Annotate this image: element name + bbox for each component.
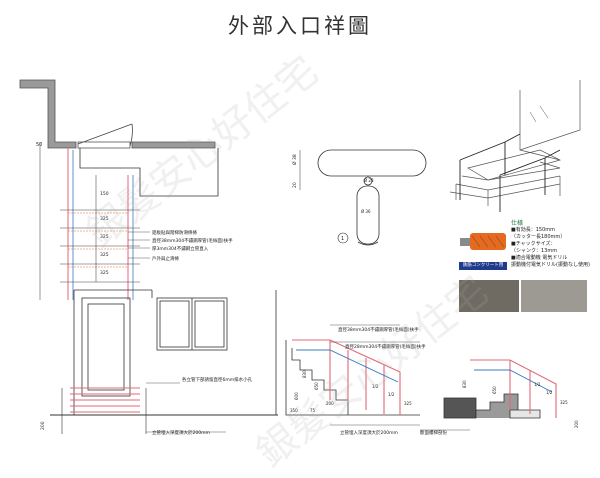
label-ramp: 戶外與止滑條 xyxy=(152,255,179,262)
side1-dim: 1/2 xyxy=(388,392,395,397)
plan-dim: 325 xyxy=(100,270,109,276)
front-elevation xyxy=(50,289,278,434)
dim-38: Ø 38 xyxy=(291,154,298,165)
handrail-section-detail xyxy=(299,149,427,246)
label-handrail: 直徑38mm304不鏽鋼厚管(毛絲面)扶手 xyxy=(152,237,233,244)
side1-dim: 830 xyxy=(302,370,307,378)
label-embed-depth-2: 立管埋入深度須大於200mm xyxy=(340,429,398,436)
spec-panel: 仕様 ■有効長：150mm （カッター長180mm） ■チャックサイズ： （シャ… xyxy=(459,220,590,288)
side1-dim: 600 xyxy=(294,392,299,400)
label-stair-section: 斷面樓梯剖份 xyxy=(420,429,447,436)
plan-dim: 325 xyxy=(100,252,109,258)
side2-dim: 650 xyxy=(492,386,497,394)
label-grip-strip: 鋁板貼與階梯防滑條條 xyxy=(152,229,197,236)
product-photo-2 xyxy=(521,280,587,312)
side2-dim: 200 xyxy=(574,420,579,428)
dim-36: Ø 36 xyxy=(361,209,371,214)
side1-dim: 1/2 xyxy=(372,384,379,389)
side2-dim: 1/2 xyxy=(534,382,541,387)
spec-item: ■有効長：150mm xyxy=(511,227,556,233)
side1-dim: 75 xyxy=(310,408,316,413)
detail-marker: 1 xyxy=(341,236,344,242)
label-drain: 各立管下部請留直徑6mm排水小孔 xyxy=(182,376,253,383)
spec-item: 振動機付電気ドリル(振動なし使用) xyxy=(511,262,590,268)
label-handrail-28: 直徑28mm304不鏽鋼厚管(毛絲面)扶手 xyxy=(345,343,426,350)
stair-3d-sketch xyxy=(449,80,581,212)
plan-dim: 325 xyxy=(100,234,109,240)
spec-badge: 鉄筋コンクリート用 xyxy=(459,262,507,270)
side1-dim: 350 xyxy=(290,408,298,413)
side2-dim: 830 xyxy=(462,380,467,388)
dim-28: Ø 28 xyxy=(364,178,374,183)
plan-dim: 150 xyxy=(100,191,109,197)
side2-dim: 325 xyxy=(560,400,568,405)
page-title: 外部入口祥圖 xyxy=(228,14,372,38)
side1-dim: 650 xyxy=(314,382,319,390)
plan-dim-top: 50 xyxy=(36,142,42,148)
core-drill-illustration xyxy=(460,233,506,250)
product-photo-1 xyxy=(459,280,519,312)
side-section-1 xyxy=(285,324,420,426)
dim-20: 20 xyxy=(292,182,298,188)
plan-view xyxy=(19,79,219,300)
label-handrail-38: 直徑38mm304不鏽鋼厚管(毛絲面)扶手 xyxy=(338,326,419,333)
spec-heading: 仕様 xyxy=(511,220,524,227)
dim-200: 200 xyxy=(40,421,46,430)
label-embed-depth: 立管埋入深度須大於200mm xyxy=(152,429,210,436)
side2-dim: 1/2 xyxy=(546,390,553,395)
spec-item: ■チャックサイズ： xyxy=(511,241,556,247)
side-section-2 xyxy=(420,359,557,431)
label-post: 厚3mm304不鏽鋼立管直入 xyxy=(152,245,209,252)
side1-dim: 200 xyxy=(326,401,334,406)
spec-item: （カッター長180mm） xyxy=(511,234,566,240)
plan-dim: 325 xyxy=(100,216,109,222)
drawing-canvas: 50 150 325 325 325 325 鋁板貼與階梯防滑條條 直徑38mm… xyxy=(19,79,581,436)
spec-item: ■適合電動機 電気ドリル xyxy=(511,255,568,261)
side1-dim: 325 xyxy=(404,401,412,406)
spec-item: （シャンク：13mm xyxy=(511,248,558,254)
